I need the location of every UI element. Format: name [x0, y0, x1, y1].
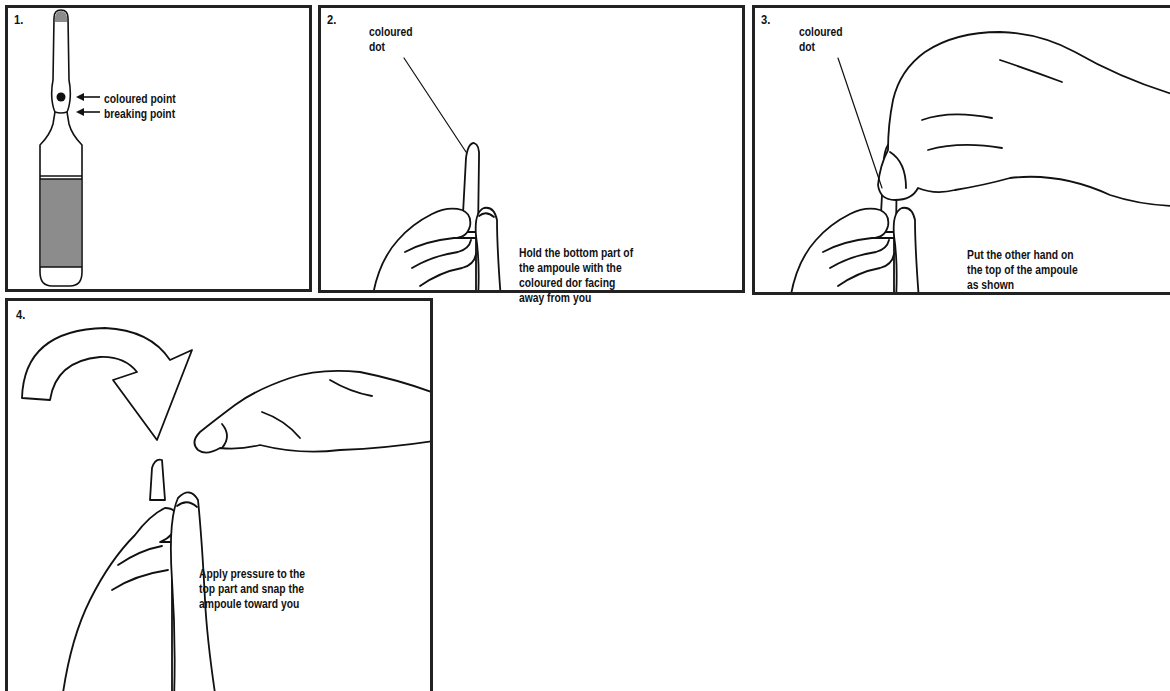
step-panel: 4. Apply pressure to the top part and sna…	[5, 298, 433, 691]
upper-hand	[194, 371, 433, 453]
ampoule-figure	[40, 10, 100, 286]
step-panel: 3. coloured dotPut the other hand on the …	[752, 5, 1170, 295]
ampoule-stub	[150, 460, 165, 500]
instruction-text: coloured dot	[799, 25, 849, 55]
curved-arrow	[22, 328, 192, 440]
step-number: 1.	[14, 12, 40, 27]
hands-figure	[790, 32, 1170, 295]
hand-outline	[790, 209, 894, 295]
finger-line	[838, 254, 894, 286]
liquid-line	[40, 266, 82, 268]
leader-line	[838, 58, 882, 188]
instruction-text: Hold the bottom part of the ampoule with…	[519, 246, 643, 306]
finger-line	[112, 570, 168, 590]
ampoule-cap	[55, 11, 67, 22]
finger-line	[830, 240, 889, 268]
instruction-text: coloured point	[104, 92, 207, 107]
upper-hand	[878, 32, 1170, 206]
liquid-line	[40, 175, 82, 177]
finger-line	[222, 424, 227, 448]
knuckle-line	[1000, 60, 1062, 82]
finger-line	[262, 412, 300, 438]
ampoule-liquid	[41, 179, 81, 267]
finger-line	[405, 238, 454, 252]
finger-line	[420, 254, 476, 286]
step-number: 3.	[761, 12, 787, 27]
instruction-text: Put the other hand on the top of the amp…	[967, 248, 1091, 293]
instruction-text: breaking point	[104, 107, 207, 122]
coloured-point	[57, 93, 66, 102]
thumb-outline	[894, 208, 919, 295]
finger-line	[412, 240, 471, 268]
finger-line	[922, 114, 992, 120]
step-number: 4.	[16, 307, 42, 322]
finger-line	[928, 145, 1002, 150]
lower-hand	[62, 508, 178, 691]
thumb-nail	[479, 213, 494, 217]
step-number: 2.	[327, 12, 353, 27]
step-panel: 2.coloured dotHold the bottom part of th…	[318, 5, 745, 293]
thumb-outline	[476, 208, 501, 293]
hand-figure	[372, 58, 501, 293]
instruction-text: coloured dot	[369, 25, 419, 55]
snap-figure	[22, 328, 433, 691]
pointer-head	[76, 108, 84, 116]
finger-line	[823, 238, 872, 252]
ampoule-neck-line	[55, 112, 67, 113]
finger-line	[118, 546, 162, 565]
ampoule-outline	[40, 10, 82, 286]
step-panel: 1. coloured pointbreaking point	[5, 5, 312, 292]
liquid-line	[40, 178, 82, 180]
leader-line	[404, 58, 466, 152]
thumb-line	[890, 152, 906, 188]
hand-outline	[372, 209, 476, 293]
thumb-nail	[177, 502, 197, 507]
pointer-head	[76, 93, 84, 101]
knuckle-line	[330, 380, 372, 396]
instruction-text: Apply pressure to the top part and snap …	[199, 567, 323, 612]
